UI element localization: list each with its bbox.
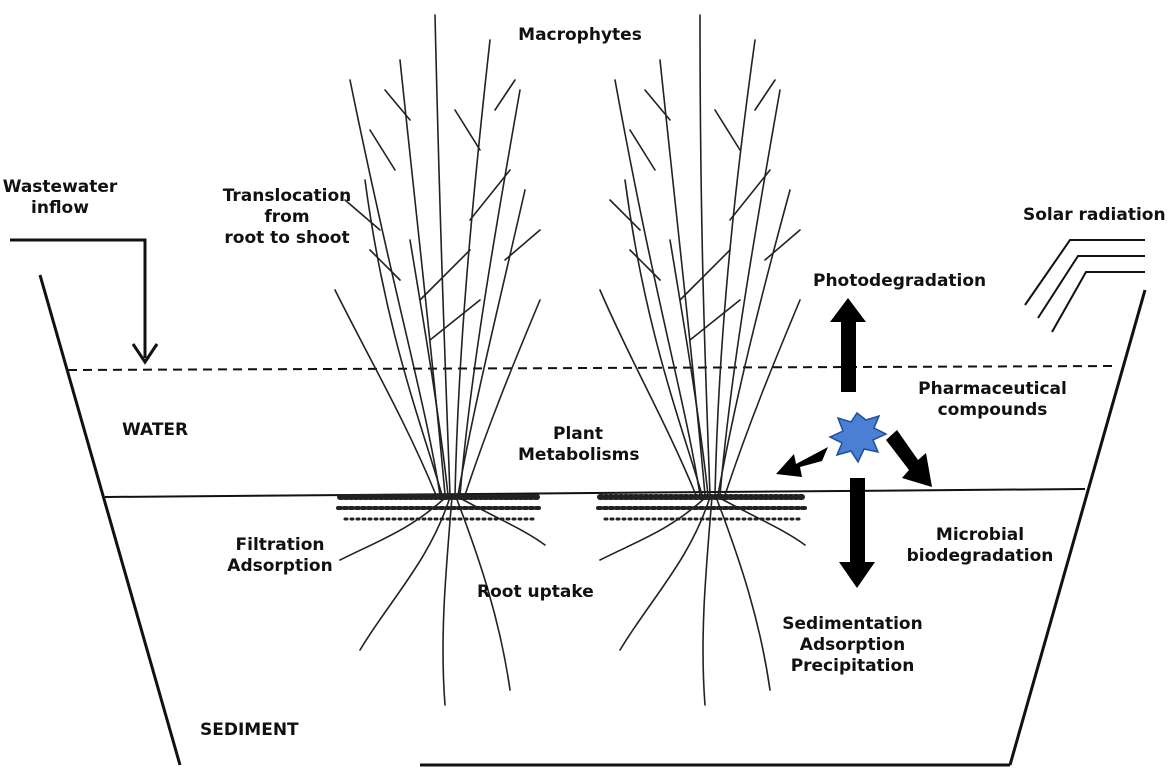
plant-uptake-arrow bbox=[776, 447, 828, 477]
photodegradation-arrow bbox=[830, 298, 866, 392]
basin-outline bbox=[40, 275, 1145, 765]
sedimentation-arrow bbox=[839, 478, 875, 588]
solar-radiation-label: Solar radiation bbox=[1023, 205, 1168, 226]
inflow-arrow bbox=[10, 240, 157, 362]
pharmaceutical-compounds-label: Pharmaceutical compounds bbox=[910, 379, 1075, 421]
wastewater-inflow-label: Wastewater inflow bbox=[0, 177, 120, 219]
plant-metabolisms-label: Plant Metabolisms bbox=[518, 424, 638, 466]
sedimentation-label: Sedimentation Adsorption Precipitation bbox=[770, 614, 935, 677]
macrophytes-label: Macrophytes bbox=[500, 25, 660, 46]
photodegradation-label: Photodegradation bbox=[813, 271, 993, 292]
filtration-adsorption-label: Filtration Adsorption bbox=[215, 535, 345, 577]
pharmaceutical-compound-icon bbox=[830, 413, 886, 462]
macrophyte-plant-right bbox=[598, 15, 807, 705]
translocation-label: Translocation from root to shoot bbox=[212, 186, 362, 249]
microbial-arrow bbox=[886, 430, 932, 487]
sediment-layer-label: SEDIMENT bbox=[200, 720, 330, 741]
solar-radiation-rays bbox=[1025, 240, 1145, 332]
sediment-boundary-line bbox=[105, 489, 1085, 497]
water-surface-line bbox=[68, 366, 1115, 370]
root-uptake-label: Root uptake bbox=[477, 582, 607, 603]
water-layer-label: WATER bbox=[122, 420, 222, 441]
microbial-biodegradation-label: Microbial biodegradation bbox=[895, 525, 1065, 567]
